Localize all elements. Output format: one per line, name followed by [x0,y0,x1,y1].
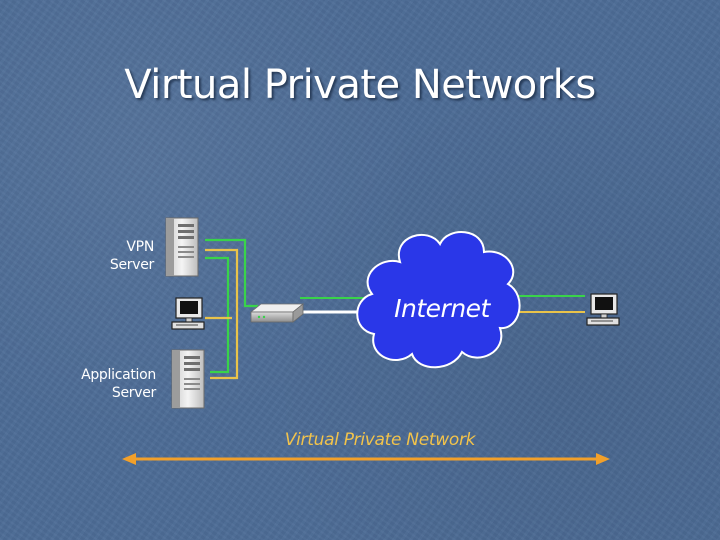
vpn-server-label-line2: Server [109,257,154,273]
green-link-app-server [205,256,230,374]
application-server-label: Application Server [60,366,156,402]
green-links [205,238,258,380]
vpn-server-icon [165,217,199,277]
yellow-link-vpn-server [205,248,239,300]
vpn-span-label: Virtual Private Network [284,430,476,450]
cloud-icon [356,231,521,369]
vpn-server-label: VPN Server [90,238,154,274]
router-icon [249,303,305,323]
yellow-link-app-server [210,300,239,380]
application-server-label-line1: Application [81,367,156,383]
local-desktop-computer-icon [171,297,205,330]
application-server-label-line2: Server [111,385,156,401]
remote-desktop-computer-icon [586,293,620,326]
vpn-span-arrow [122,453,610,465]
internet-label: Internet [394,294,490,323]
green-link-vpn-server [205,238,258,308]
vpn-server-label-line1: VPN [126,239,154,255]
application-server-icon [171,349,205,409]
slide-title: Virtual Private Networks [124,62,596,108]
